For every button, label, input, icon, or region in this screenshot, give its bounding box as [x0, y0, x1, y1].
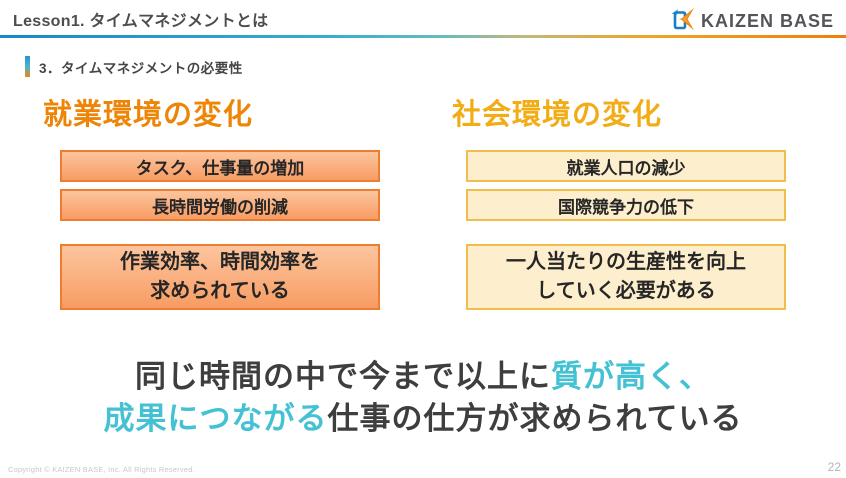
section-heading: 3．タイムマネジメントの必要性: [25, 56, 243, 77]
kaizen-base-logo-icon: [670, 5, 697, 38]
right-summary-box: 一人当たりの生産性を向上 していく必要がある: [466, 244, 786, 310]
key-message-line2-dark: 仕事の仕方が求められている: [327, 401, 743, 436]
right-factor-box-1: 就業人口の減少: [466, 150, 786, 182]
key-message-line1-dark: 同じ時間の中で今まで以上に: [135, 359, 551, 394]
kaizen-base-logo: KAIZEN BASE: [670, 5, 834, 38]
slide-header-title: Lesson1. タイムマネジメントとは: [13, 13, 269, 30]
header-gradient-divider: [0, 35, 846, 38]
left-factor-box-2: 長時間労働の削減: [60, 189, 380, 221]
copyright-text: Copyright © KAIZEN BASE, Inc. All Rights…: [8, 465, 195, 474]
left-factor-box-1: タスク、仕事量の増加: [60, 150, 380, 182]
key-message-line2-accent: 成果につながる: [103, 401, 328, 436]
right-factor-box-2: 国際競争力の低下: [466, 189, 786, 221]
left-column-title: 就業環境の変化: [43, 99, 254, 131]
left-summary-box: 作業効率、時間効率を 求められている: [60, 244, 380, 310]
key-message-line1-accent: 質が高く、: [551, 359, 711, 394]
kaizen-base-logo-text: KAIZEN BASE: [700, 11, 834, 31]
page-number: 22: [827, 460, 841, 474]
section-title: 3．タイムマネジメントの必要性: [39, 60, 243, 76]
section-accent-bar: [25, 56, 30, 77]
key-message: 同じ時間の中で今まで以上に質が高く、 成果につながる仕事の仕方が求められている: [0, 356, 846, 440]
right-column-title: 社会環境の変化: [452, 99, 663, 131]
